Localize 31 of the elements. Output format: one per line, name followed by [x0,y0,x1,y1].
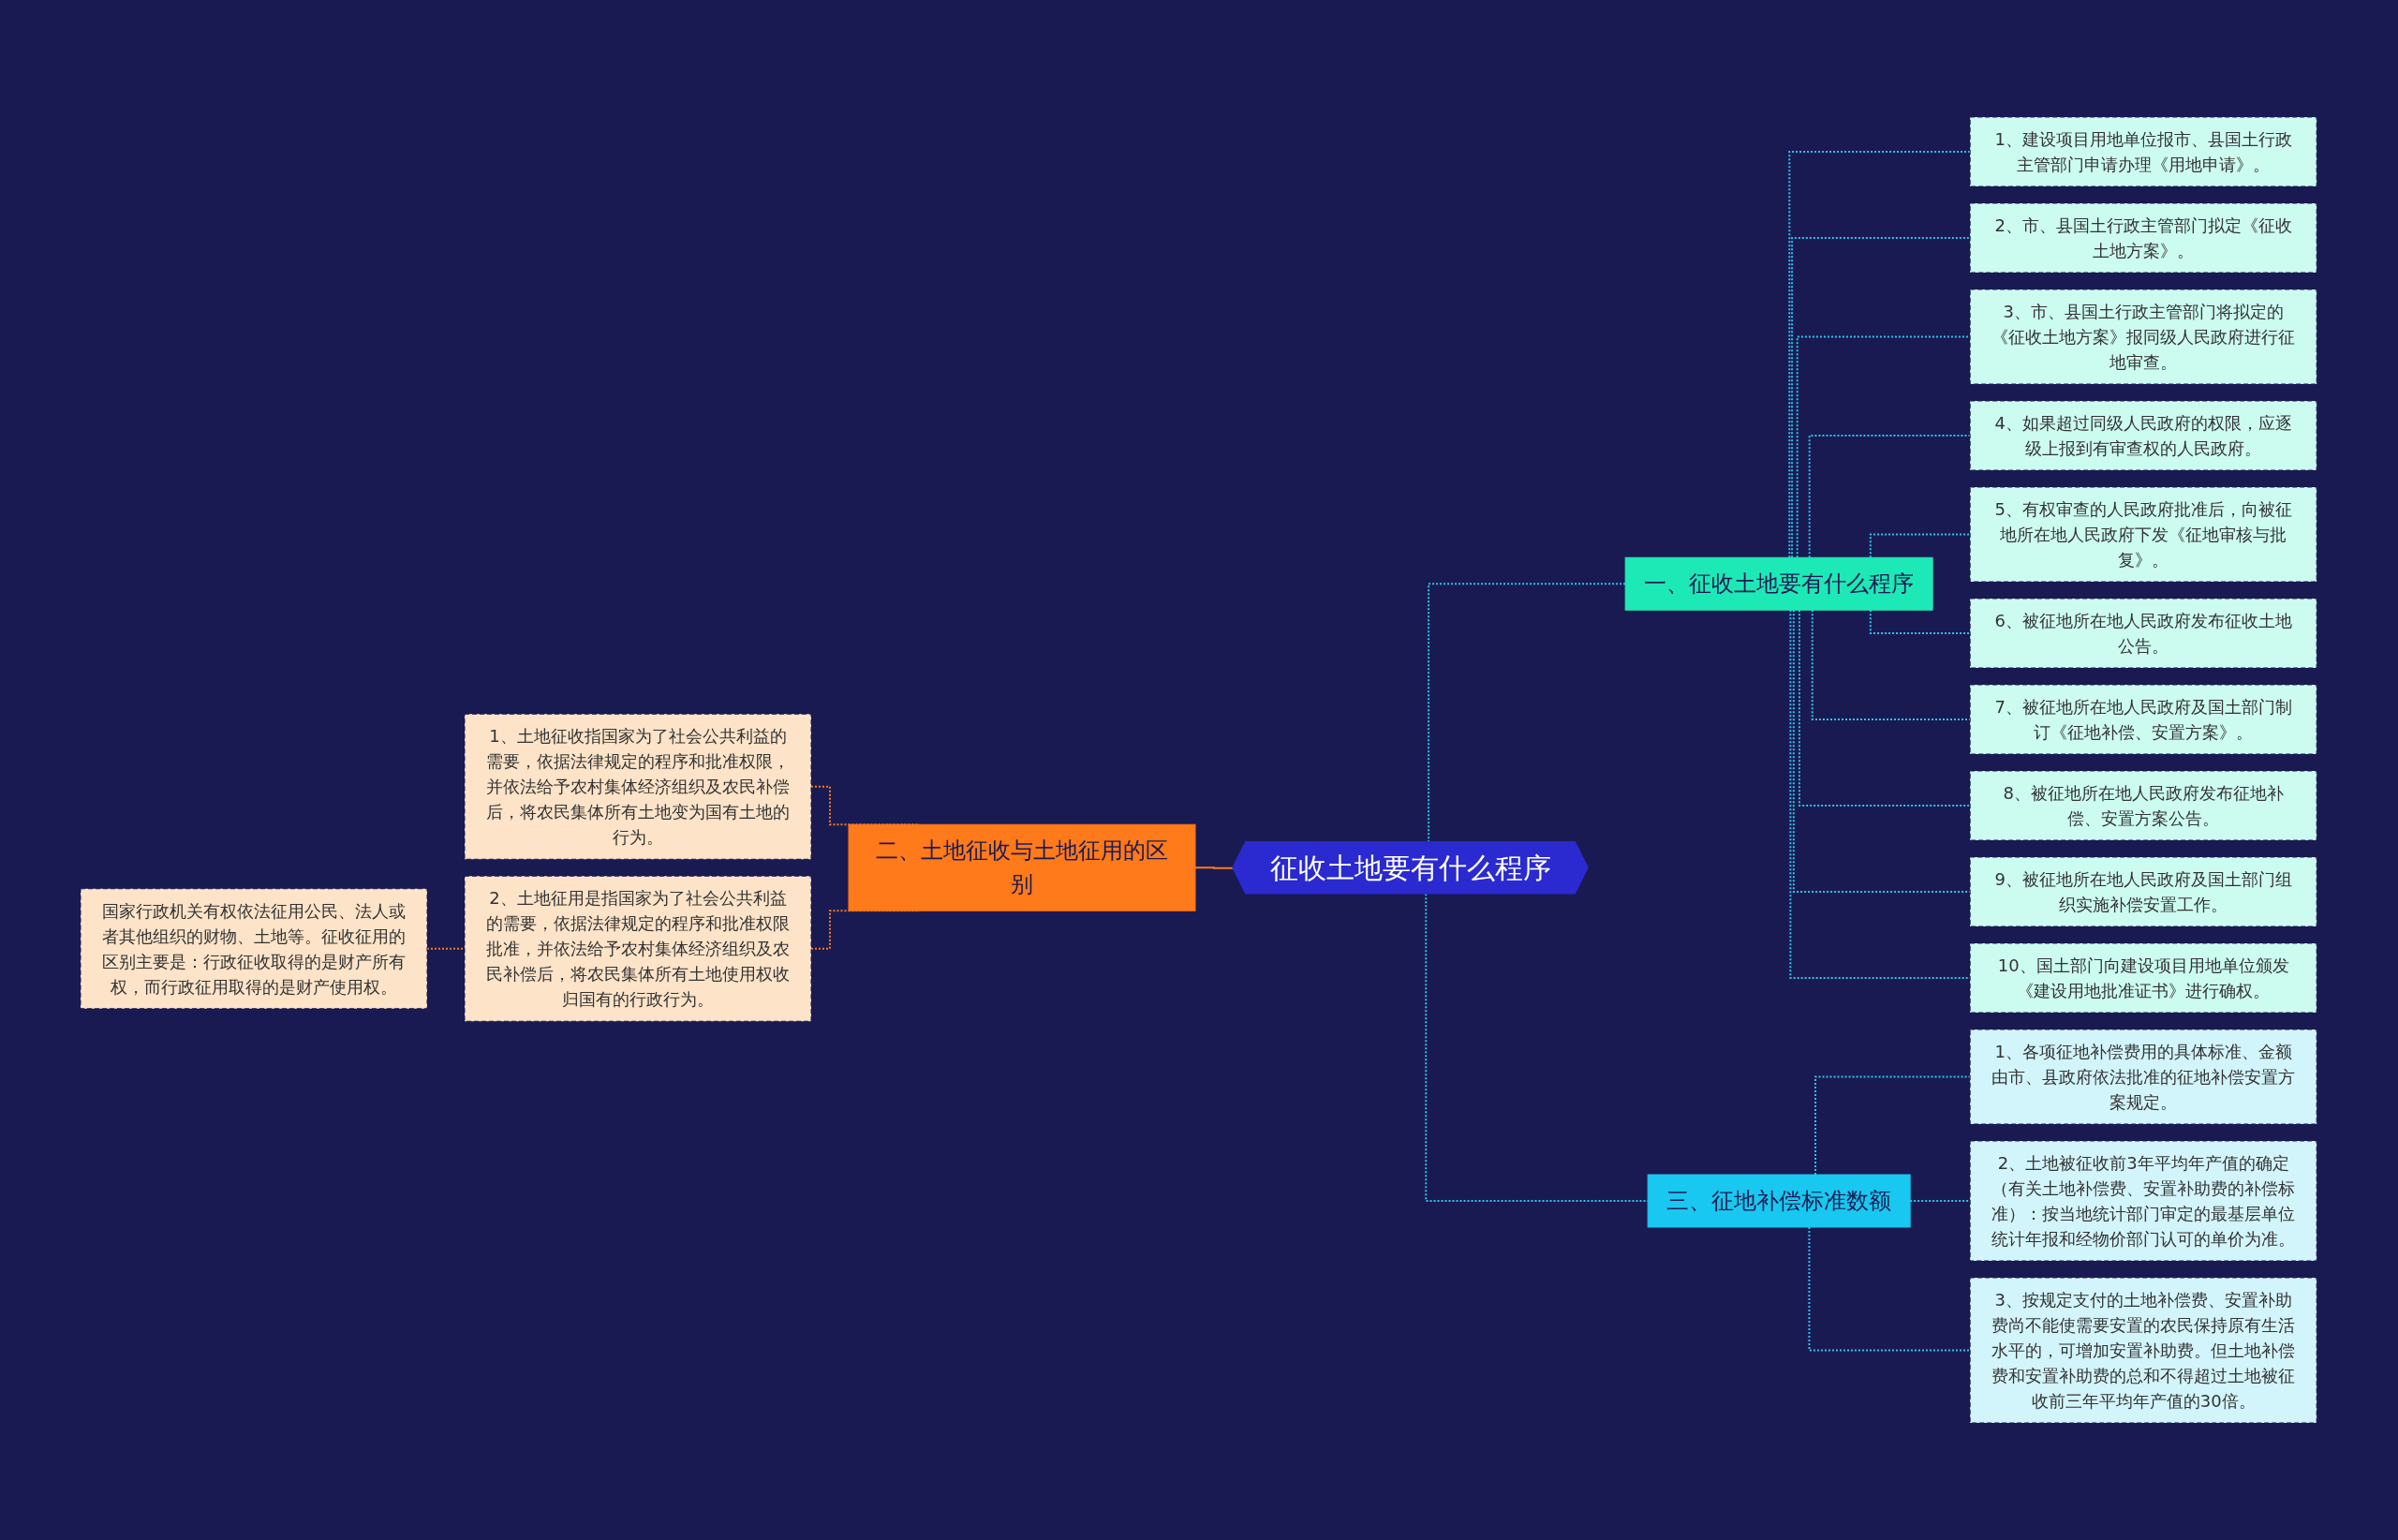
node-box: 国家行政机关有权依法征用公民、法人或者其他组织的财物、土地等。征收征用的区别主要是：行政征收取得的是财产所有权，而行政征用取得的是财产使用权。 [80,888,428,1010]
node-box: 1、土地征收指国家为了社会公共利益的需要，依据法律规定的程序和批准权限，并依法给予农村集体经济组织及农民补偿后，将农民集体所有土地变为国有土地的行为。 [464,713,812,860]
connector [1788,151,1972,559]
node-box: 7、被征地所在地人民政府及国土部门制订《征地补偿、安置方案》。 [1970,684,2318,755]
node-box: 2、土地征用是指国家为了社会公共利益的需要，依据法律规定的程序和批准权限批准，并依法给予农村集体经济组织及农民补偿后，将农民集体所有土地使用权收归国有的行政行为。 [464,875,812,1022]
node-box: 一、征收土地要有什么程序 [1625,556,1934,611]
node-box: 6、被征地所在地人民政府发布征收土地公告。 [1970,598,2318,669]
node-box: 2、市、县国土行政主管部门拟定《征收土地方案》。 [1970,202,2318,274]
node-box: 二、土地征收与土地征用的区别 [848,823,1196,911]
node-box: 2、土地被征收前3年平均年产值的确定（有关土地补偿费、安置补助费的补偿标准）：按当地统计部门审定的最基层单位统计年报和经物价部门认可的单价为准。 [1970,1140,2318,1262]
connector [1793,609,1972,893]
node-box: 3、市、县国土行政主管部门将拟定的《征收土地方案》报同级人民政府进行征地审查。 [1970,289,2318,385]
node-box: 10、国土部门向建设项目用地单位颁发《建设用地批准证书》进行确权。 [1970,942,2318,1014]
connector [1870,533,1972,559]
connector [1789,609,1972,979]
connector [1798,609,1972,807]
node-box: 9、被征地所在地人民政府及国土部门组织实施补偿安置工作。 [1970,856,2318,927]
connector [1809,435,1972,559]
node-box: 三、征地补偿标准数额 [1648,1174,1912,1228]
connector [1812,609,1972,720]
connector [1791,237,1972,559]
connector [1870,609,1972,634]
node-box: 3、按规定支付的土地补偿费、安置补助费尚不能使需要安置的农民保持原有生活水平的，可增加安置补助费。但土地补偿费和安置补助费的总和不得超过土地被征收前三年平均年产值的30倍。 [1970,1277,2318,1424]
connector [1797,335,1972,559]
node-box: 4、如果超过同级人民政府的权限，应逐级上报到有审查权的人民政府。 [1970,400,2318,471]
node-box: 1、各项征地补偿费用的具体标准、金额由市、县政府依法批准的征地补偿安置方案规定。 [1970,1029,2318,1125]
node-box: 1、建设项目用地单位报市、县国土行政主管部门申请办理《用地申请》。 [1970,116,2318,187]
node-box: 8、被征地所在地人民政府发布征地补偿、安置方案公告。 [1970,770,2318,841]
node-box: 5、有权审查的人民政府批准后，向被征地所在地人民政府下发《征地审核与批复》。 [1970,486,2318,583]
connector [1814,1075,1972,1176]
connector [1194,866,1235,869]
